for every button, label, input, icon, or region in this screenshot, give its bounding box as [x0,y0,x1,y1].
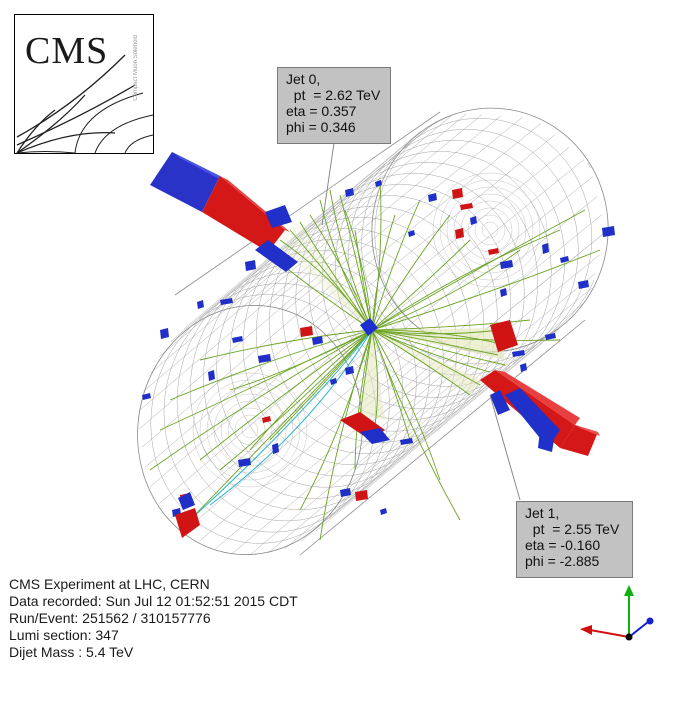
experiment-label: CMS Experiment at LHC, CERN [9,576,210,592]
jet0-pt: pt = 2.62 TeV [286,87,381,103]
detector-outline [137,107,609,556]
tracks [149,179,601,541]
jet1-leader [489,394,521,501]
logo-subtitle: Compact Muon Solenoid [133,35,139,101]
calorimeter-deposits [142,180,615,538]
jet0-tower [150,152,298,272]
dijet-mass: Dijet Mass : 5.4 TeV [9,644,134,660]
axis-gizmo [580,585,654,641]
primary-vertex [360,318,378,336]
jet1-phi: phi = -2.885 [525,553,600,569]
run-event: Run/Event: 251562 / 310157776 [9,610,211,626]
lumi-section: Lumi section: 347 [9,627,119,643]
jet0-callout: Jet 0, pt = 2.62 TeV eta = 0.357 phi = 0… [277,67,391,144]
logo-tracks-icon [16,54,154,154]
jet1-pt: pt = 2.55 TeV [525,521,620,537]
logo-text: CMS [25,30,109,72]
jet0-eta: eta = 0.357 [286,103,357,119]
jet0-phi: phi = 0.346 [286,119,356,135]
data-recorded: Data recorded: Sun Jul 12 01:52:51 2015 … [9,593,298,609]
jet1-callout: Jet 1, pt = 2.55 TeV eta = -0.160 phi = … [516,501,633,578]
event-info: CMS Experiment at LHC, CERN Data recorde… [9,576,298,661]
cms-logo: CMS Compact Muon Solenoid [14,14,154,154]
jet1-title: Jet 1, [525,505,560,521]
jet0-title: Jet 0, [286,71,321,87]
jet0-leader [321,142,335,226]
jet1-eta: eta = -0.160 [525,537,601,553]
jet1-tower [480,370,600,456]
muon-tracks [189,329,373,521]
